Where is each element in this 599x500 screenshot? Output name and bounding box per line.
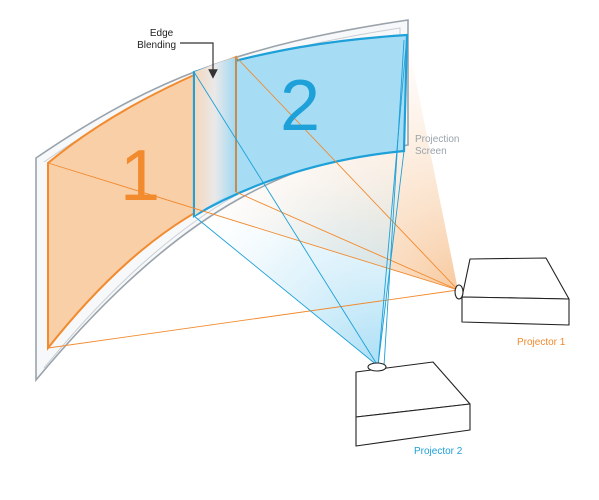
projector-1-label: Projector 1: [517, 337, 566, 348]
zone-1-number: 1: [120, 136, 160, 216]
zone-2-number: 2: [280, 66, 320, 146]
projection-screen-label-line-1: Projection: [415, 134, 459, 145]
edge-blending-label-line-1: Edge: [150, 28, 174, 39]
edge-blending-arrow: [180, 42, 218, 79]
projector-2-rays: [193, 34, 408, 367]
projection-screen-label: Projection Screen: [415, 134, 462, 157]
projector-1: [454, 257, 570, 326]
edge-blending-area: [194, 57, 236, 216]
edge-blending-label-line-2: Blending: [137, 40, 176, 51]
projector-2: [355, 361, 471, 447]
projector-1-lens: [454, 284, 464, 300]
projector-2-lens: [367, 362, 387, 372]
projection-screen-label-line-2: Screen: [415, 146, 447, 157]
edge-blending-label: Edge Blending: [137, 28, 176, 51]
projector-2-beam: [194, 151, 404, 366]
projector-2-label: Projector 2: [414, 446, 463, 457]
